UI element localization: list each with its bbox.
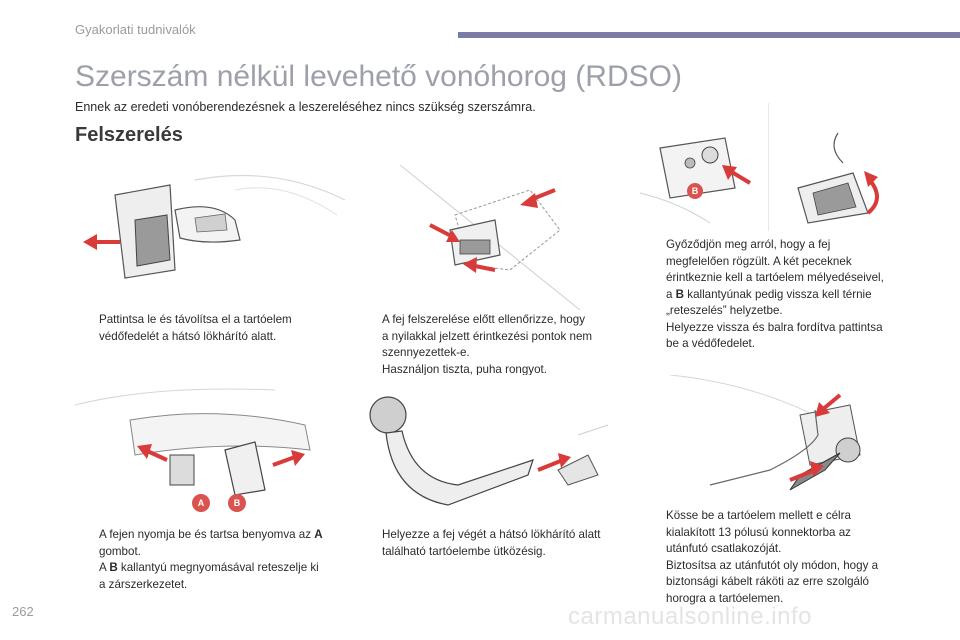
illustration-cover-removal (75, 160, 350, 290)
step-3-text: Győződjön meg arról, hogy a fej megfelelő… (642, 237, 912, 353)
step-1-line-1: Pattintsa le és távolítsa el a tartóelem (99, 313, 292, 326)
step-3a-line-4-pre: a (666, 287, 676, 301)
illustration-lock-check: B (640, 103, 762, 231)
step-4b-line-1-bold: B (109, 561, 118, 574)
step-5-line-2: található tartóelembe ütközésig. (382, 544, 546, 558)
illustration-unlock-ab: A B (75, 380, 350, 520)
page-number: 262 (12, 604, 34, 619)
page-title: Szerszám nélkül levehető vonóhorog (RDSO… (75, 60, 682, 93)
header-section-name: Gyakorlati tudnivalók (75, 22, 196, 37)
label-b-badge: B (692, 186, 699, 196)
step-4a-line-1-pre: A fejen nyomja be és tartsa benyomva az (99, 528, 315, 541)
label-b-badge: B (234, 498, 241, 508)
step-4-text: A fejen nyomja be és tartsa benyomva az … (75, 527, 350, 593)
step-6b-line-3: horogra a tartóelemen. (666, 591, 784, 605)
illustration-connector (650, 375, 905, 500)
step-2-line-3: szennyezettek-e. (382, 346, 470, 359)
step-6a-line-3: utánfutó csatlakozóját. (666, 542, 782, 555)
step-3a-line-3: érintkeznie kell a tartóelem mélyedéseiv… (666, 271, 884, 284)
step-4b-line-1-pre: A (99, 561, 110, 574)
step-3b-line-2: be a védőfedelet. (666, 337, 755, 350)
label-a-badge: A (198, 498, 205, 508)
step-2-line-4: Használjon tiszta, puha rongyot. (382, 362, 547, 376)
step-3a-line-4-bold: B (675, 287, 685, 301)
illustration-insert-head (358, 375, 618, 525)
step-3a-line-1: Győződjön meg arról, hogy a fej (666, 238, 831, 251)
step-5-line-1: Helyezze a fej végét a hátsó lökhárító a… (382, 528, 601, 541)
illustration-cover-refit (768, 103, 900, 231)
watermark: carmanualsonline.info (568, 603, 812, 630)
step-4a-line-2: gombot. (99, 544, 141, 558)
step-3a-line-5: „reteszelés” helyzetbe. (666, 304, 783, 317)
step-6b-line-2: biztonsági kábelt ráköti az erre szolgál… (666, 575, 869, 588)
step-4b-line-2: a zárszerkezetet. (99, 577, 188, 591)
step-6a-line-2: kialakított 13 pólusú konnektorba az (666, 525, 851, 539)
step-3b-line-1: Helyezze vissza és balra fordítva pattin… (666, 320, 883, 334)
step-5-text: Helyezze a fej végét a hátsó lökhárító a… (358, 527, 623, 560)
illustration-contact-points (360, 160, 615, 310)
step-6-text: Kösse be a tartóelem mellett e célra kial… (642, 508, 912, 607)
step-2-text: A fej felszerelése előtt ellenőrizze, ho… (358, 312, 618, 378)
step-2-line-1: A fej felszerelése előtt ellenőrizze, ho… (382, 313, 586, 326)
step-2-line-2: a nyilakkal jelzett érintkezési pontok n… (382, 329, 593, 343)
step-4a-line-1-bold: A (314, 528, 323, 541)
step-1-text: Pattintsa le és távolítsa el a tartóelem… (75, 312, 345, 345)
step-4b-line-1-post: kallantyú megnyomásával reteszelje ki (117, 561, 319, 574)
step-6a-line-1: Kösse be a tartóelem mellett e célra (666, 509, 851, 522)
step-1-line-2: védőfedelét a hátsó lökhárító alatt. (99, 329, 277, 343)
step-6b-line-1: Biztosítsa az utánfutót oly módon, hogy … (666, 558, 879, 572)
section-heading: Felszerelés (75, 124, 183, 146)
step-3a-line-4-post: kallantyúnak pedig vissza kell térnie (684, 287, 872, 301)
step-3a-line-2: megfelelően rögzült. A két peceknek (666, 254, 852, 268)
header-accent-bar (458, 32, 960, 38)
intro-text: Ennek az eredeti vonóberendezésnek a les… (75, 100, 536, 114)
